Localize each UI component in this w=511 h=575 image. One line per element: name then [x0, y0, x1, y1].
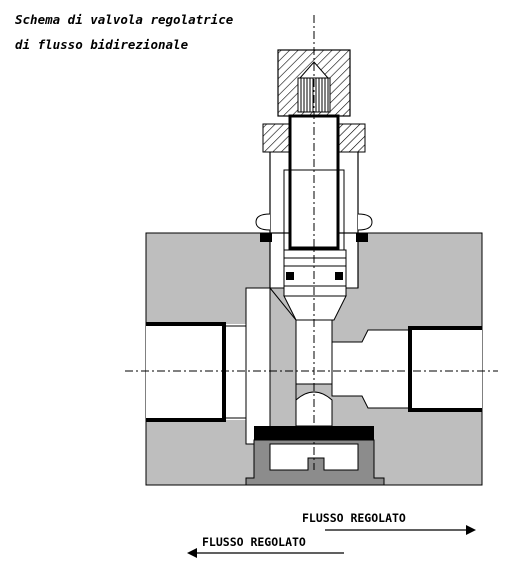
flow-label-left: FLUSSO REGOLATO [202, 535, 306, 549]
lock-nut [262, 123, 366, 153]
o-ring-seals [260, 233, 368, 280]
left-channel [245, 286, 297, 445]
flow-label-right: FLUSSO REGOLATO [302, 511, 406, 525]
diagram-title-line-2: di flusso bidirezionale [15, 37, 189, 52]
left-port [146, 322, 246, 422]
right-port [331, 326, 482, 412]
flow-arrow-left [187, 548, 344, 558]
diagram-title-line-1: Schema di valvola regolatrice [15, 12, 234, 27]
flow-arrow-right [325, 525, 476, 535]
bottom-plug [245, 426, 385, 486]
